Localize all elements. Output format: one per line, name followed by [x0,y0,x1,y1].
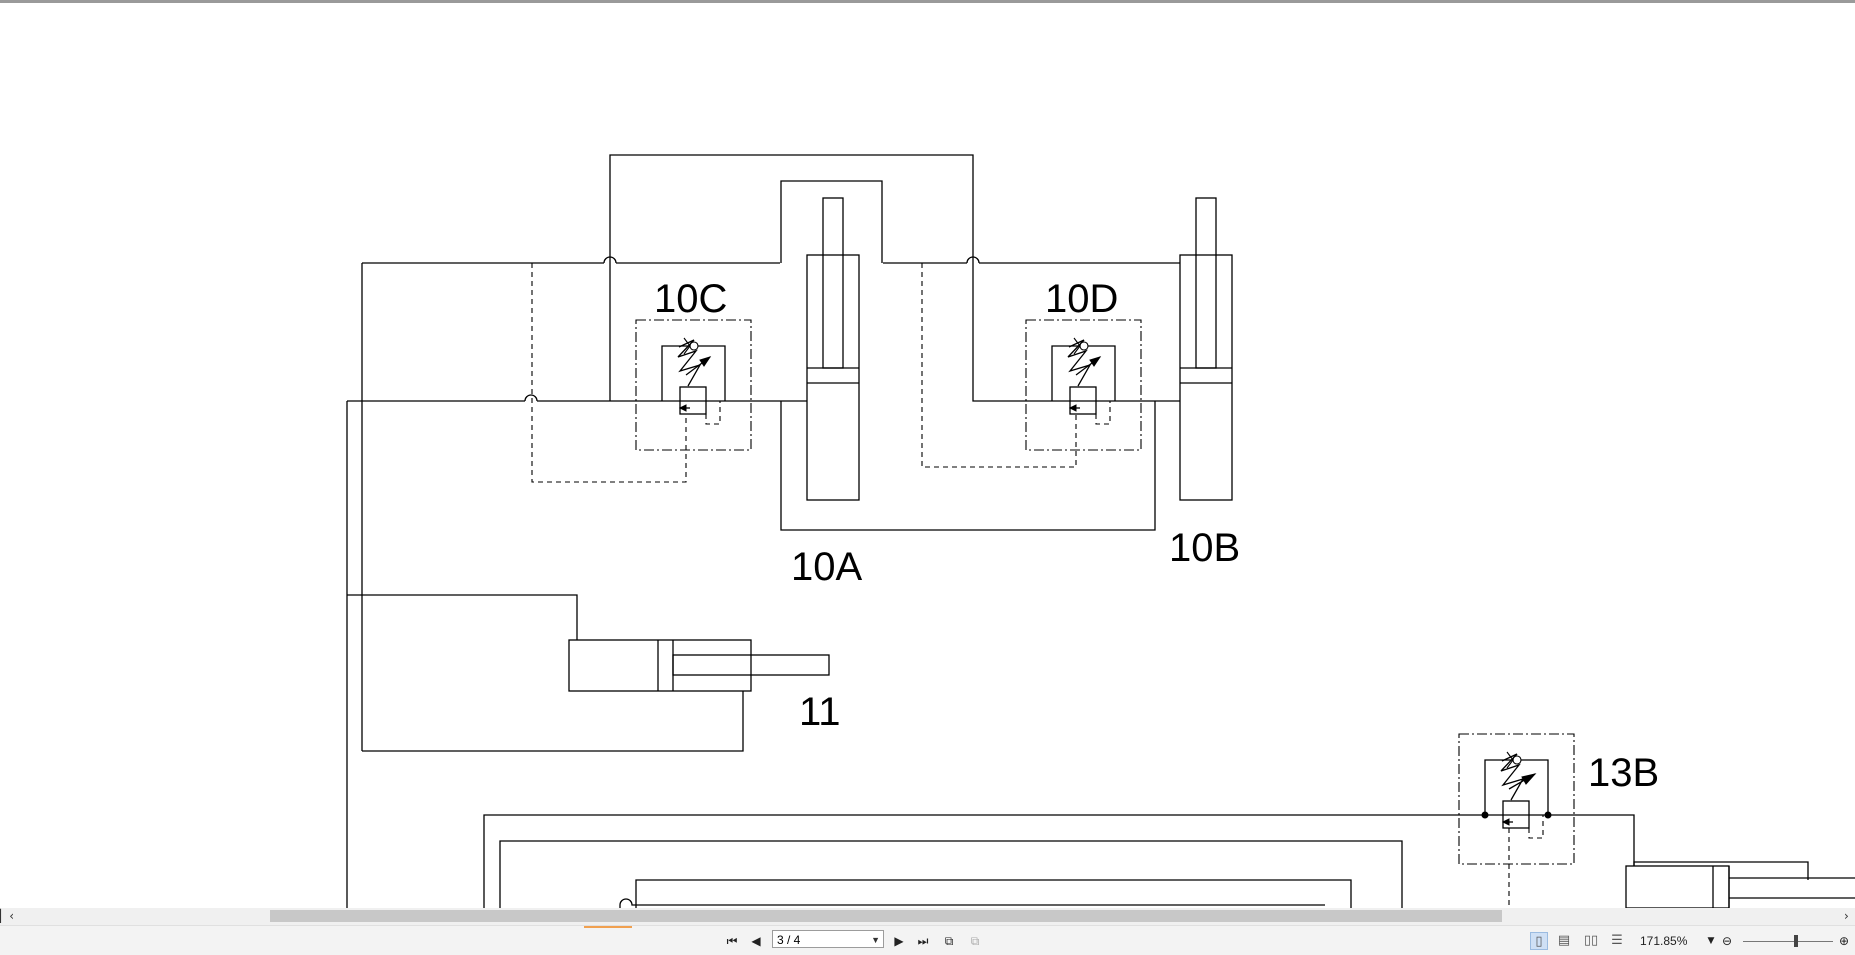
scroll-left-icon[interactable]: ▏‹ [0,909,15,923]
accent-marker [584,926,632,928]
continuous-facing-view-icon[interactable]: ☰ [1611,933,1623,948]
page-number-value: 3 / 4 [777,933,801,947]
chevron-down-icon[interactable]: ▼ [871,935,880,945]
previous-page-icon[interactable]: ◀ [751,934,761,948]
single-page-view-icon[interactable]: ▯ [1530,932,1548,950]
label-10d: 10D [1045,277,1118,321]
page-number-field[interactable]: 3 / 4 ▼ [772,930,884,948]
facing-view-icon[interactable]: ▯▯ [1583,933,1599,948]
label-11: 11 [799,690,841,734]
status-bar: ⏮ ◀ 3 / 4 ▼ ▶ ⏭ ⧉ ⧉ ▯ ▤ ▯▯ ☰ 171.85% ▼ ⊖… [0,925,1855,955]
zoom-slider[interactable] [1743,941,1833,942]
next-page-icon[interactable]: ▶ [894,934,904,948]
go-back-icon[interactable]: ⧉ [944,934,954,948]
label-10c: 10C [654,277,727,321]
go-forward-icon[interactable]: ⧉ [970,934,980,948]
zoom-dropdown-icon[interactable]: ▼ [1707,936,1715,946]
last-page-icon[interactable]: ⏭ [917,934,929,948]
label-13b: 13B [1588,751,1659,795]
zoom-in-icon[interactable]: ⊕ [1838,934,1850,948]
hydraulic-schematic: 10C 10D 10A 10B 11 13B [346,154,1855,908]
zoom-out-icon[interactable]: ⊖ [1721,934,1733,948]
first-page-icon[interactable]: ⏮ [726,934,738,948]
scrollbar-thumb[interactable] [270,910,1502,922]
horizontal-scrollbar[interactable]: ▏‹ › [0,908,1855,925]
label-10b: 10B [1169,526,1240,570]
label-10a: 10A [791,545,862,589]
zoom-level[interactable]: 171.85% [1640,934,1688,948]
continuous-view-icon[interactable]: ▤ [1557,933,1571,948]
zoom-slider-handle[interactable] [1794,935,1798,947]
document-canvas[interactable]: 10C 10D 10A 10B 11 13B [0,3,1855,908]
scroll-right-icon[interactable]: › [1844,909,1849,923]
window-top-border [0,0,1855,3]
